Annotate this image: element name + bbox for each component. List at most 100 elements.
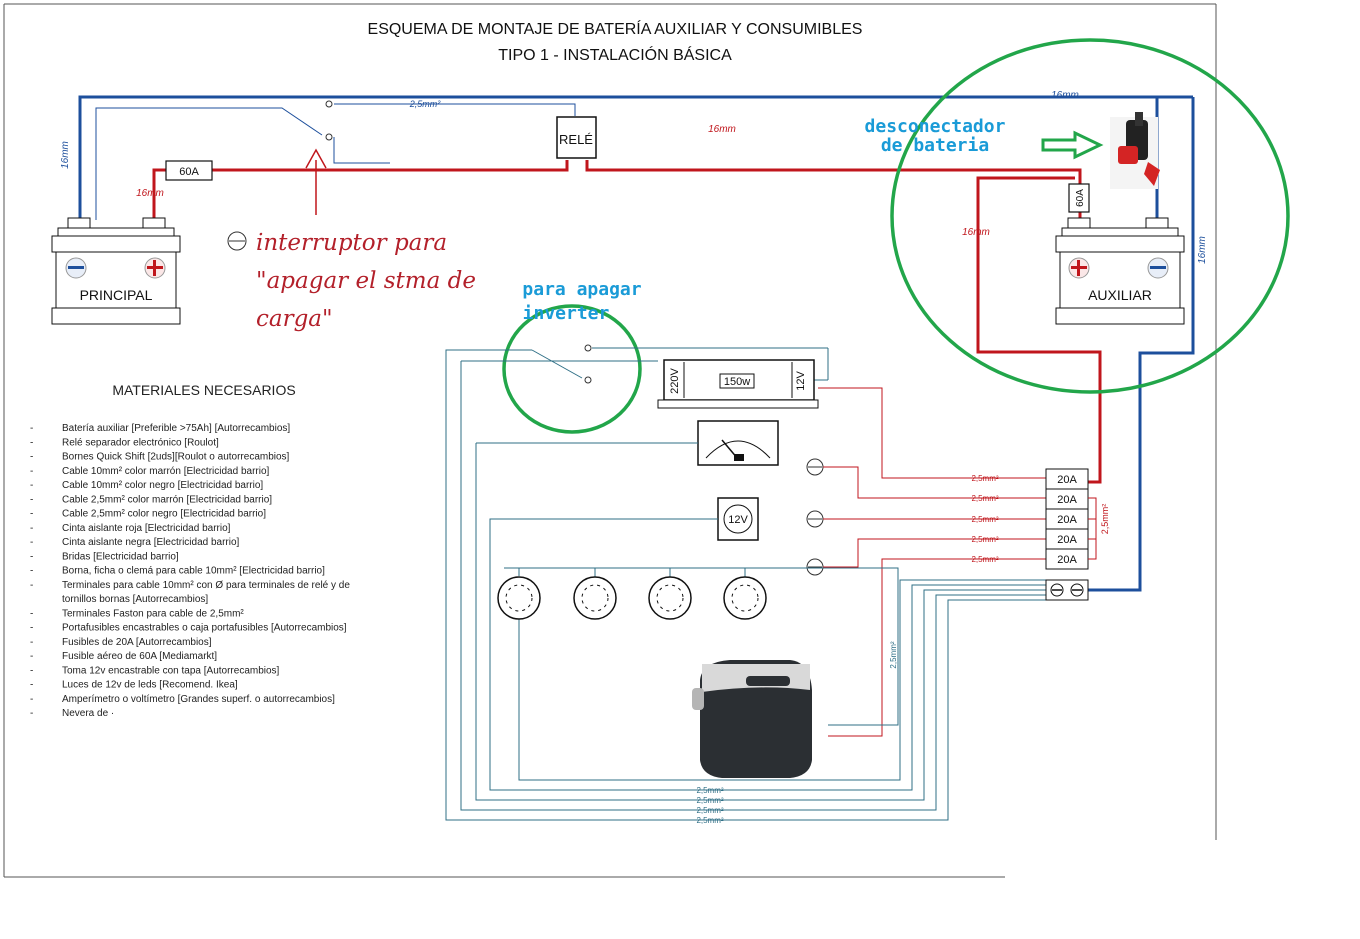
led-light-4 — [723, 576, 767, 620]
material-item: Relé separador electrónico [Roulot] — [62, 437, 219, 448]
inverter-switch-contact-bottom — [584, 376, 592, 384]
label-16mm-red-aux: 16mm — [962, 227, 990, 238]
material-item: Nevera de · — [62, 708, 114, 719]
fuse-20a-2: 20A — [1057, 494, 1077, 506]
fuse-20a-3: 20A — [1057, 514, 1077, 526]
label-16mm-red-top: 16mm — [708, 124, 736, 135]
annotation-interruptor-2: "apagar el stma de — [256, 268, 476, 294]
label-2-5mm-bottom-1: 2,5mm² — [696, 786, 723, 795]
material-item: Terminales para cable 10mm² con Ø para t… — [62, 580, 350, 591]
label-2-5mm-fuse-1: 2,5mm² — [971, 474, 998, 483]
label-2-5mm-fuse-4: 2,5mm² — [971, 535, 998, 544]
fuse-60a-aux — [1068, 183, 1090, 213]
title-line-2: TIPO 1 - INSTALACIÓN BÁSICA — [498, 45, 732, 64]
label-2-5mm-fuse-5: 2,5mm² — [971, 555, 998, 564]
material-bullet: - — [30, 694, 33, 705]
material-item: Luces de 12v de leds [Recomend. Ikea] — [62, 680, 238, 691]
material-bullet: - — [30, 452, 33, 463]
label-2-5mm-fuse-bridge: 2,5mm² — [1100, 504, 1110, 535]
fuse-60a-main — [165, 160, 213, 181]
material-item: Toma 12v encastrable con tapa [Autorreca… — [62, 665, 280, 676]
annotation-inverter-1: para apagar — [522, 279, 641, 300]
annotation-interruptor-1: interruptor para — [256, 230, 447, 256]
inverter-label-12v: 12V — [795, 371, 807, 391]
material-bullet: - — [30, 637, 33, 648]
materials-heading: MATERIALES NECESARIOS — [112, 382, 295, 398]
inverter-label-150w: 150w — [724, 376, 750, 388]
arrow-to-switch — [305, 148, 327, 215]
positive-16mm-cable — [152, 160, 1102, 484]
relay-box — [556, 116, 597, 159]
label-2-5mm-bottom-3: 2,5mm² — [696, 806, 723, 815]
battery-auxiliar-label: AUXILIAR — [1088, 287, 1152, 303]
materials-list: - Batería auxiliar [Preferible >75Ah] [Au… — [30, 423, 350, 719]
material-item: Cinta aislante negra [Electricidad barri… — [62, 537, 240, 548]
material-bullet: - — [30, 665, 33, 676]
battery-principal — [51, 217, 181, 325]
fuse-20a-4: 20A — [1057, 534, 1077, 546]
label-2-5mm-bottom-4: 2,5mm² — [696, 816, 723, 825]
fuse-bridge — [1088, 497, 1097, 560]
material-item: Fusibles de 20A [Autorrecambios] — [62, 637, 212, 648]
switch-icon-meter — [806, 458, 824, 476]
socket-12v-label: 12V — [728, 514, 748, 526]
material-item: Cable 2,5mm² color marrón [Electricidad … — [62, 494, 272, 505]
material-bullet: - — [30, 437, 33, 448]
battery-principal-label: PRINCIPAL — [80, 287, 153, 303]
highlight-circle-inverter — [502, 304, 642, 434]
material-bullet: - — [30, 466, 33, 477]
material-bullet: - — [30, 509, 33, 520]
label-16mm-red-left: 16mm — [136, 188, 164, 199]
arrow-to-disconnector — [1041, 130, 1104, 160]
material-bullet: - — [30, 608, 33, 619]
material-bullet: - — [30, 708, 33, 719]
label-2-5mm-bottom-2: 2,5mm² — [696, 796, 723, 805]
material-item: Cable 10mm² color marrón [Electricidad b… — [62, 466, 270, 477]
battery-disconnector-icon — [1110, 112, 1160, 189]
switch-icon-lights — [806, 558, 824, 576]
fuse-60a-aux-label: 60A — [1075, 189, 1086, 207]
socket-12v-ring — [723, 504, 753, 534]
fuse-block — [1045, 468, 1089, 570]
consumer-positive-wires — [818, 387, 1046, 737]
material-bullet: - — [30, 580, 33, 591]
voltmeter — [697, 420, 779, 466]
led-light-1 — [497, 576, 541, 620]
label-16mm-left: 16mm — [60, 141, 71, 169]
material-item: Fusible aéreo de 60A [Mediamarkt] — [62, 651, 217, 662]
annotation-disconnector-1: desconectador — [865, 116, 1006, 137]
material-bullet: - — [30, 623, 33, 634]
fuse-60a-main-label: 60A — [179, 166, 199, 178]
annotation-interruptor-3: carga" — [256, 306, 333, 332]
fuse-20a-1: 20A — [1057, 474, 1077, 486]
label-2-5mm-switch: 2,5mm² — [409, 99, 442, 109]
page-frame — [3, 3, 1217, 878]
annotation-disconnector-2: de bateria — [881, 135, 989, 156]
material-bullet: - — [30, 494, 33, 505]
inverter-label-220v: 220V — [669, 367, 681, 393]
switch-icon-small — [227, 231, 247, 251]
material-item: Borna, ficha o clemá para cable 10mm² [E… — [62, 566, 325, 577]
material-bullet: - — [30, 651, 33, 662]
material-item: Bornes Quick Shift [2uds][Roulot o autor… — [62, 452, 290, 463]
material-item: Amperímetro o voltímetro [Grandes superf… — [62, 694, 335, 705]
label-16mm-blue-right: 16mm — [1197, 236, 1208, 264]
material-bullet: - — [30, 537, 33, 548]
annotation-inverter-2: inverter — [523, 303, 610, 324]
inverter-switch-contact-top — [584, 344, 592, 352]
material-item: Cable 2,5mm² color negro [Electricidad b… — [62, 509, 266, 520]
switch-control-wire — [95, 103, 576, 220]
material-bullet: - — [30, 551, 33, 562]
material-item: Batería auxiliar [Preferible >75Ah] [Aut… — [62, 423, 290, 434]
material-item: tornillos bornas [Autorrecambios] — [62, 594, 208, 605]
material-bullet: - — [30, 423, 33, 434]
switch-contact-top — [325, 100, 333, 108]
highlight-circle-aux — [890, 38, 1290, 394]
switch-contact-bottom — [325, 133, 333, 141]
inverter — [657, 359, 819, 409]
label-2-5mm-fridge: 2,5mm² — [889, 641, 898, 668]
label-2-5mm-fuse-3: 2,5mm² — [971, 515, 998, 524]
negative-bus-bar — [1045, 579, 1089, 601]
